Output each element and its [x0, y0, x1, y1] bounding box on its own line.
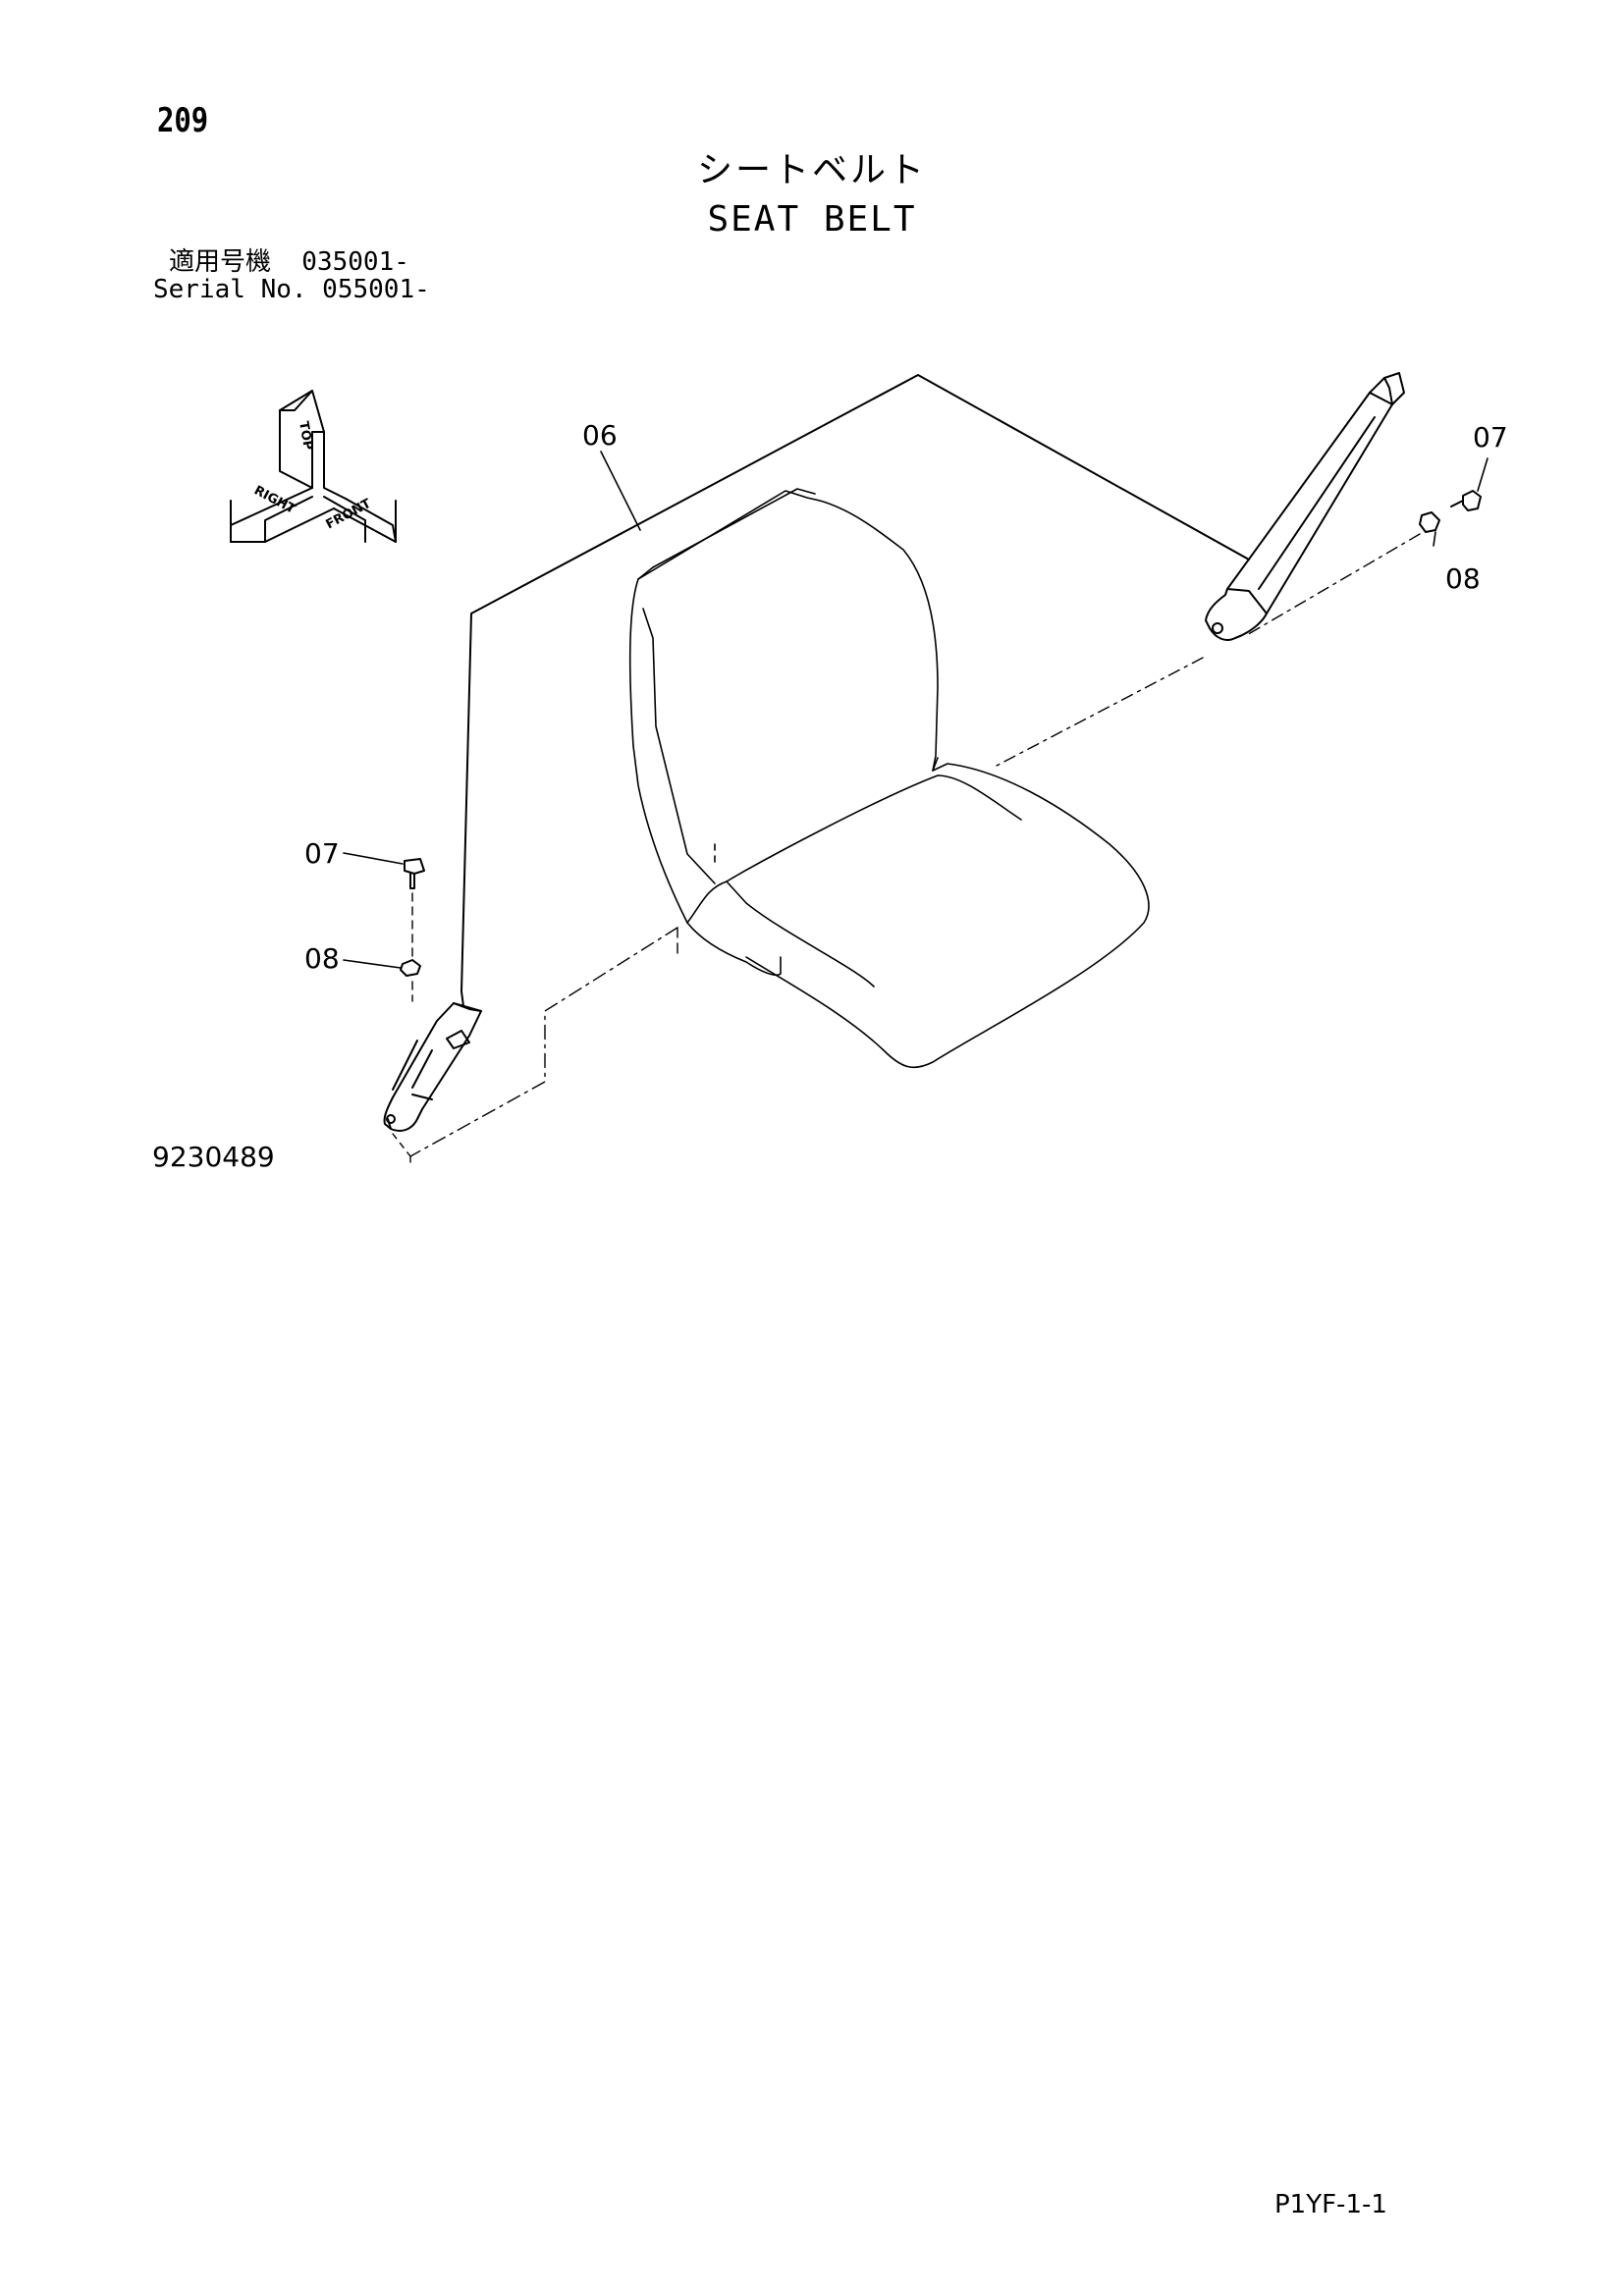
- bolt-right: [1450, 490, 1482, 511]
- page-title: SEAT BELT: [707, 199, 917, 240]
- orientation-indicator: [230, 390, 397, 543]
- serial-range: Serial No. 055001-: [153, 275, 430, 304]
- callout-08-right: 08: [1445, 562, 1481, 595]
- serial-range-japanese: 適用号機 035001-: [169, 247, 409, 277]
- callout-08-left: 08: [304, 942, 340, 975]
- seat-belt-webbing: [460, 374, 1250, 1007]
- callout-07-left: 07: [304, 837, 340, 870]
- seat-belt-retractor: [1205, 372, 1405, 641]
- callout-06: 06: [582, 419, 618, 452]
- nut-left: [400, 959, 421, 977]
- page-title-japanese: シートベルト: [696, 150, 927, 190]
- orientation-label-top: TOP: [296, 420, 315, 452]
- nut-right: [1419, 511, 1440, 533]
- seat: [628, 488, 1150, 1069]
- seat-belt-buckle: [383, 1002, 482, 1132]
- callout-07-right: 07: [1473, 421, 1508, 454]
- page-number: 209: [157, 101, 209, 140]
- bolt-left: [404, 858, 425, 889]
- drawing-number: 9230489: [152, 1141, 275, 1173]
- page-code: P1YF-1-1: [1274, 2190, 1387, 2219]
